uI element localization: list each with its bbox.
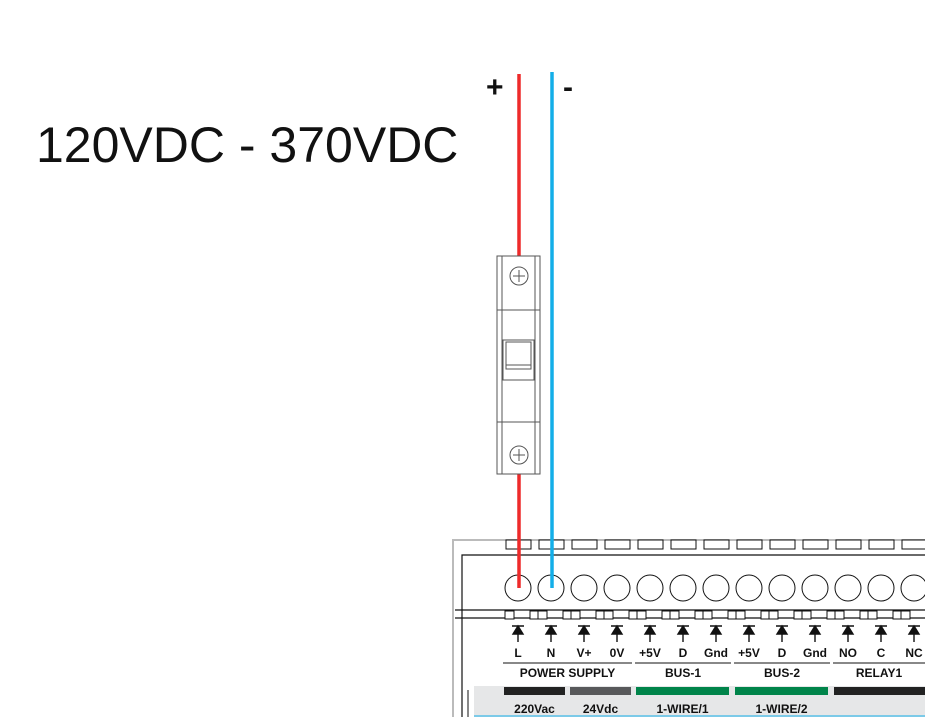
group-label: RELAY1 [856, 666, 903, 680]
terminal-label: C [877, 646, 886, 660]
controller-module: L N V+ 0V +5V D Gnd +5V D Gnd NO C NC POWER SUPPLY BUS… [452, 539, 925, 717]
top-tab [670, 539, 697, 550]
group-label: POWER SUPPLY [520, 666, 616, 680]
top-tab [901, 539, 925, 550]
bottom-label: 220Vac [514, 702, 555, 716]
terminal-screw[interactable] [867, 574, 895, 602]
terminal-tab [504, 610, 515, 620]
terminal-label: +5V [738, 646, 760, 660]
terminal-label: D [778, 646, 787, 660]
arrow-up-icon [775, 624, 789, 642]
color-strip [735, 687, 828, 695]
terminal-label: N [547, 646, 556, 660]
arrow-up-icon [907, 624, 921, 642]
arrow-up-icon [643, 624, 657, 642]
terminal-screw[interactable] [702, 574, 730, 602]
terminal-label: +5V [639, 646, 661, 660]
group-label: BUS-1 [665, 666, 701, 680]
top-tab [736, 539, 763, 550]
terminal-tab [636, 610, 647, 620]
voltage-label: 120VDC - 370VDC [36, 117, 458, 173]
terminal-screw[interactable] [768, 574, 796, 602]
terminal-tab [603, 610, 614, 620]
terminal-screw[interactable] [900, 574, 925, 602]
top-tab [802, 539, 829, 550]
terminal-label: L [514, 646, 521, 660]
terminal-screw[interactable] [669, 574, 697, 602]
arrow-up-icon [676, 624, 690, 642]
terminal-tab [702, 610, 713, 620]
terminal-tab [570, 610, 581, 620]
terminal-label: Gnd [803, 646, 827, 660]
top-tab [571, 539, 598, 550]
terminal-screw[interactable] [735, 574, 763, 602]
bottom-label: 1-WIRE/1 [656, 702, 708, 716]
terminal-tab [801, 610, 812, 620]
bottom-label: 24Vdc [583, 702, 619, 716]
color-strip [504, 687, 565, 695]
terminal-screw[interactable] [570, 574, 598, 602]
color-strip [570, 687, 631, 695]
terminal-screw[interactable] [603, 574, 631, 602]
group-label: BUS-2 [764, 666, 800, 680]
arrow-up-icon [511, 624, 525, 642]
top-tab [868, 539, 895, 550]
terminal-tab [768, 610, 779, 620]
terminal-tab [537, 610, 548, 620]
top-tab [604, 539, 631, 550]
top-tab [637, 539, 664, 550]
terminal-tab [867, 610, 878, 620]
negative-sign: - [563, 71, 573, 104]
screw-icon [509, 445, 529, 465]
terminal-tab [834, 610, 845, 620]
terminal-tab [735, 610, 746, 620]
arrow-up-icon [709, 624, 723, 642]
arrow-up-icon [742, 624, 756, 642]
arrow-up-icon [544, 624, 558, 642]
terminal-label: NO [839, 646, 857, 660]
bottom-label: 1-WIRE/2 [755, 702, 807, 716]
terminal-screw[interactable] [636, 574, 664, 602]
screw-icon [509, 266, 529, 286]
positive-sign: + [486, 71, 504, 104]
terminal-tab [900, 610, 911, 620]
terminal-tab [669, 610, 680, 620]
arrow-up-icon [874, 624, 888, 642]
arrow-up-icon [610, 624, 624, 642]
circuit-breaker [496, 255, 541, 475]
terminal-label: NC [905, 646, 923, 660]
terminal-label: 0V [610, 646, 625, 660]
terminal-screw[interactable] [801, 574, 829, 602]
top-tab [769, 539, 796, 550]
color-strip [834, 687, 925, 695]
top-tab [835, 539, 862, 550]
terminal-label: V+ [576, 646, 591, 660]
color-strip [636, 687, 729, 695]
arrow-up-icon [841, 624, 855, 642]
top-tab [703, 539, 730, 550]
terminal-label: Gnd [704, 646, 728, 660]
arrow-up-icon [808, 624, 822, 642]
arrow-up-icon [577, 624, 591, 642]
terminal-screw[interactable] [834, 574, 862, 602]
terminal-label: D [679, 646, 688, 660]
